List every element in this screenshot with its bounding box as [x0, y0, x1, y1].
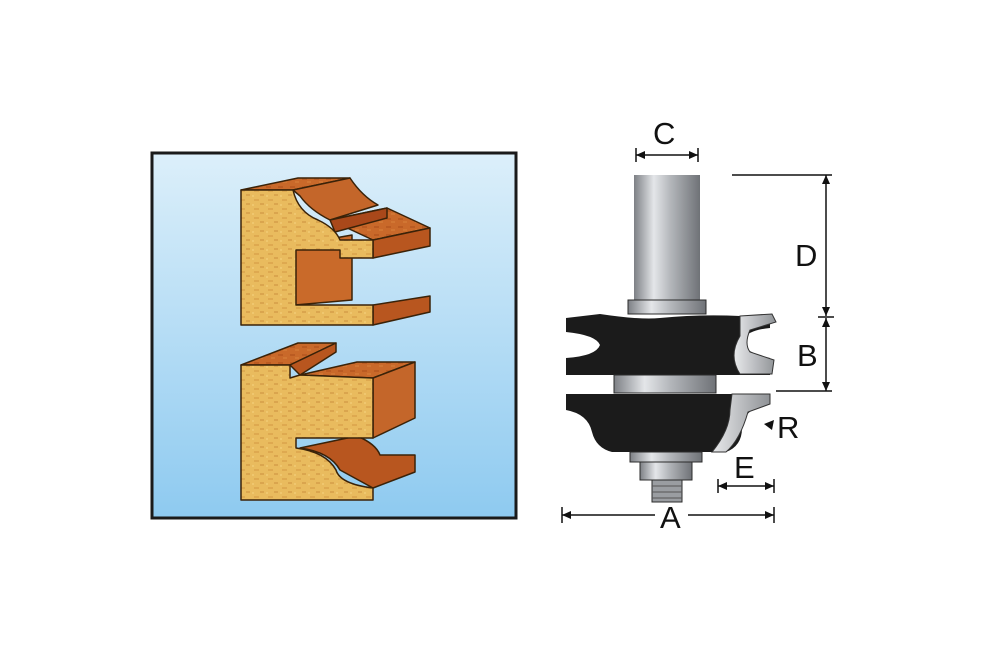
wood-profile-lower-icon — [240, 342, 416, 501]
threaded-tip — [651, 479, 683, 503]
shank — [634, 175, 700, 310]
bearing — [629, 451, 703, 463]
label-a: A — [660, 500, 681, 535]
nut — [639, 461, 693, 481]
wood-profile-upper-icon — [240, 177, 431, 326]
dimension-lines — [561, 148, 834, 523]
router-bit-icon — [566, 175, 777, 503]
lower-cutter — [566, 394, 762, 452]
upper-cutter — [566, 314, 770, 375]
label-r: R — [777, 410, 799, 445]
label-b: B — [797, 338, 818, 373]
label-c: C — [653, 116, 675, 151]
label-e: E — [734, 450, 755, 485]
label-d: D — [795, 238, 817, 273]
